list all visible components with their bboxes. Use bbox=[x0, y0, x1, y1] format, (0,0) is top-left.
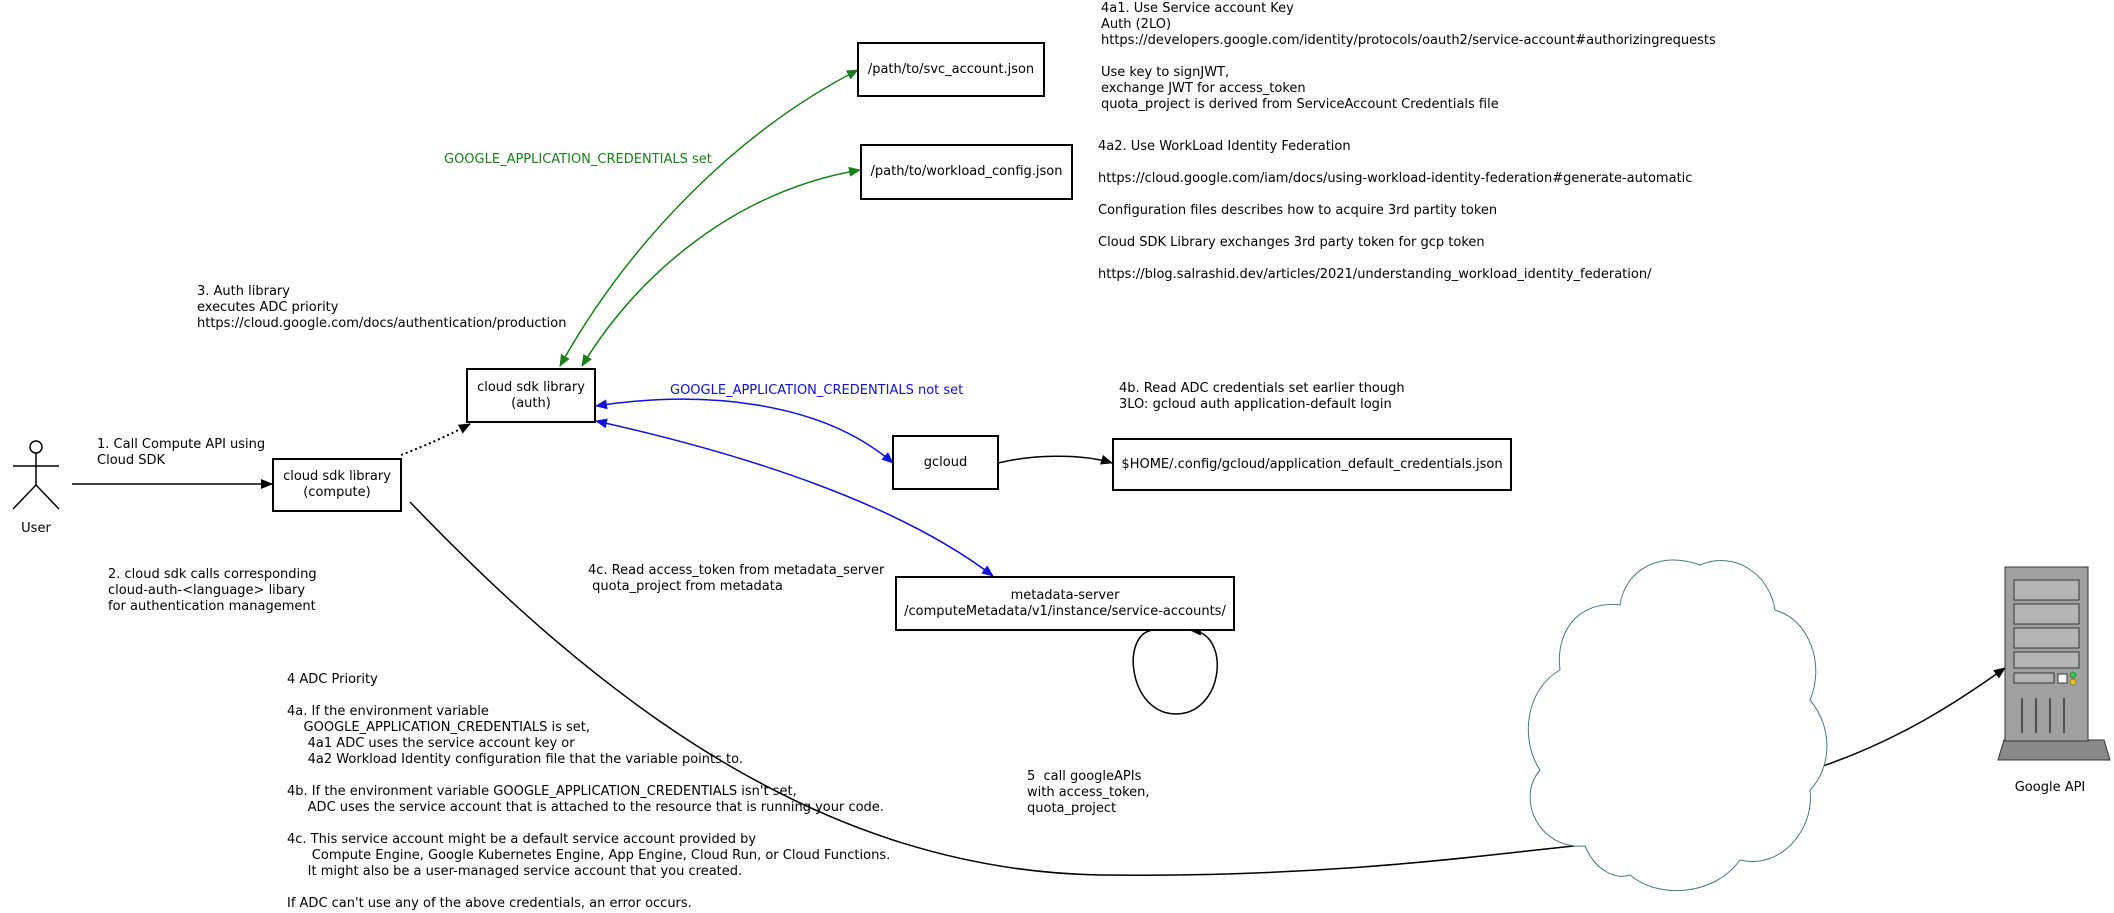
step1-note: 1. Call Compute API using Cloud SDK bbox=[97, 437, 266, 468]
gac-not-set-label: GOOGLE_APPLICATION_CREDENTIALS not set bbox=[670, 383, 964, 398]
gcloud-label: gcloud bbox=[923, 454, 968, 470]
adc-priority-note: 4 ADC Priority 4a. If the environment va… bbox=[287, 672, 891, 911]
step3-note: 3. Auth library executes ADC priority ht… bbox=[197, 284, 567, 331]
svc-account-file-label: /path/to/svc_account.json bbox=[867, 61, 1035, 77]
workload-config-file-box: /path/to/workload_config.json bbox=[860, 144, 1073, 200]
step5-note: 5 call googleAPIs with access_token, quo… bbox=[1027, 769, 1150, 816]
user-actor-icon bbox=[12, 440, 60, 510]
compute-library-label: cloud sdk library (compute) bbox=[283, 469, 391, 500]
edge-compute-to-cloud bbox=[409, 501, 1586, 876]
adc-file-label: $HOME/.config/gcloud/application_default… bbox=[1121, 456, 1503, 472]
google-api-label: Google API bbox=[2014, 780, 2086, 795]
gcloud-box: gcloud bbox=[892, 435, 999, 490]
edge-auth-svc-account bbox=[559, 69, 859, 367]
gac-set-label: GOOGLE_APPLICATION_CREDENTIALS set bbox=[444, 152, 712, 167]
step4a1-note: 4a1. Use Service account Key Auth (2LO) … bbox=[1101, 1, 1716, 112]
edge-compute-to-auth bbox=[400, 423, 471, 456]
metadata-server-label: metadata-server /computeMetadata/v1/inst… bbox=[904, 587, 1226, 619]
step4a2-note: 4a2. Use WorkLoad Identity Federation ht… bbox=[1098, 139, 1693, 282]
edge-metadata-self-loop bbox=[1132, 625, 1218, 715]
edge-auth-workload-config bbox=[581, 166, 861, 367]
edge-auth-metadata bbox=[595, 418, 994, 577]
step2-note: 2. cloud sdk calls corresponding cloud-a… bbox=[108, 567, 317, 614]
compute-library-box: cloud sdk library (compute) bbox=[272, 458, 402, 512]
step4c-note: 4c. Read access_token from metadata_serv… bbox=[588, 563, 885, 594]
auth-library-box: cloud sdk library (auth) bbox=[466, 368, 596, 423]
server-icon bbox=[1997, 566, 2111, 761]
step4b-note: 4b. Read ADC credentials set earlier tho… bbox=[1119, 381, 1405, 412]
adc-file-box: $HOME/.config/gcloud/application_default… bbox=[1112, 438, 1512, 491]
workload-config-file-label: /path/to/workload_config.json bbox=[870, 164, 1063, 179]
edge-cloud-to-google-api bbox=[1819, 667, 2006, 768]
svc-account-file-box: /path/to/svc_account.json bbox=[857, 42, 1045, 97]
auth-library-label: cloud sdk library (auth) bbox=[477, 379, 585, 411]
internet-cloud-icon bbox=[1527, 559, 1828, 892]
metadata-server-box: metadata-server /computeMetadata/v1/inst… bbox=[895, 576, 1235, 631]
edge-gcloud-to-adc-file bbox=[997, 454, 1113, 465]
user-label: User bbox=[21, 521, 51, 536]
